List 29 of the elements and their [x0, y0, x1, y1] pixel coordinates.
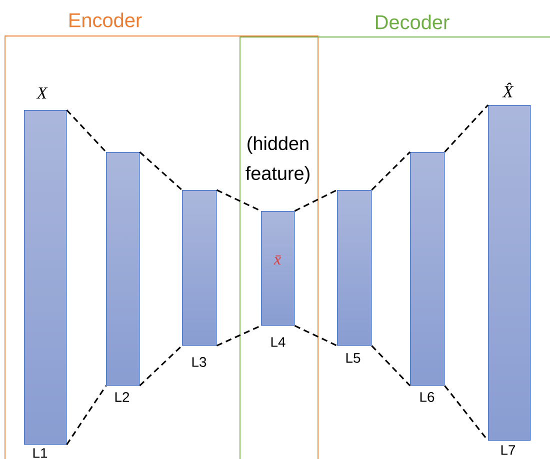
dashed-line: [216, 324, 262, 346]
dashed-line: [139, 345, 183, 386]
dashed-line: [66, 109, 107, 153]
layer-bar: [261, 211, 295, 326]
dashed-line: [371, 151, 411, 191]
layer-bar: [106, 152, 140, 386]
math-symbol: X̂: [502, 82, 514, 98]
dashed-line: [216, 189, 262, 212]
layer-label: L1: [33, 448, 48, 458]
dashed-line: [444, 104, 489, 153]
layer-label: L2: [115, 392, 130, 402]
layer-label: L4: [271, 337, 286, 347]
dashed-line: [139, 151, 183, 191]
layer-bar: [24, 110, 67, 445]
layer-label: L5: [346, 353, 360, 363]
hidden-feature-label: (hidden feature): [246, 136, 310, 184]
layer-label: L6: [420, 392, 434, 402]
dashed-line: [66, 385, 107, 446]
dashed-line: [294, 324, 338, 346]
layer-bar: [337, 190, 372, 346]
dashed-line: [294, 189, 338, 212]
math-symbol: X: [36, 87, 48, 99]
latent-symbol: x̄: [274, 256, 281, 264]
layer-bar: [488, 105, 531, 441]
layer-label: L3: [192, 357, 206, 367]
dashed-line: [371, 345, 411, 386]
layer-bar: [182, 190, 217, 346]
layer-label: L7: [501, 445, 516, 455]
layer-bar: [410, 152, 445, 386]
